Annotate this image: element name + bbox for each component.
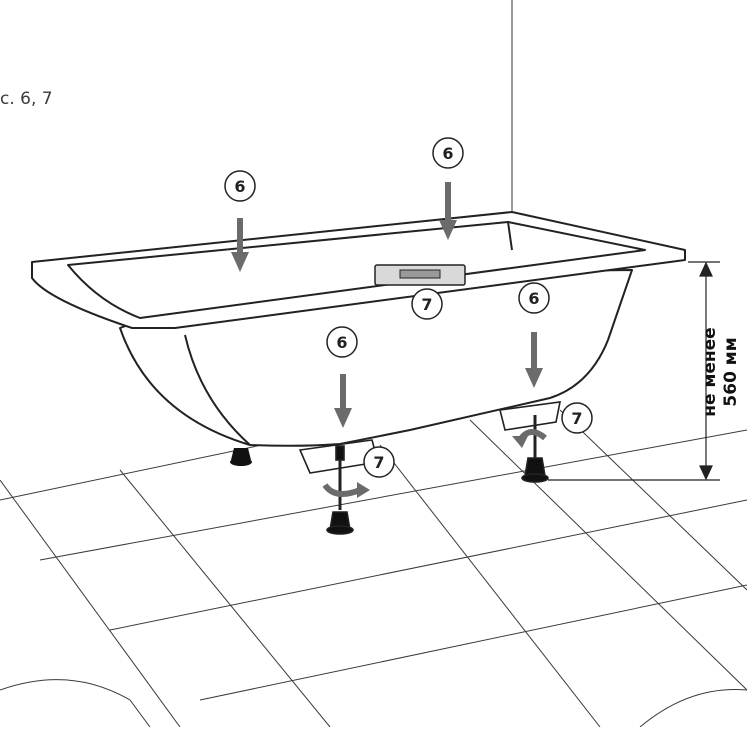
foot-left xyxy=(230,448,252,466)
support-back xyxy=(499,401,562,483)
callout-badge: 6 xyxy=(224,170,256,202)
front-panel-slot xyxy=(399,269,441,279)
callout-badge: 7 xyxy=(363,446,395,478)
height-label-line1: не менее xyxy=(700,327,720,416)
figure-reference: с. 6, 7 xyxy=(0,89,53,109)
rotate-arrowhead-back-icon xyxy=(512,436,528,448)
height-dimension xyxy=(548,261,720,481)
down-arrow-right-icon xyxy=(525,332,543,388)
down-arrow-top-icon xyxy=(439,182,457,240)
callout-7-front-foot: 7 xyxy=(373,453,384,472)
callout-7-panel: 7 xyxy=(421,295,432,314)
down-arrow-left-icon xyxy=(231,218,249,272)
bathtub xyxy=(31,211,686,447)
rotate-arrowhead-front-icon xyxy=(357,482,370,498)
callout-badge: 7 xyxy=(561,402,593,434)
callout-6-mid: 6 xyxy=(336,333,347,352)
down-arrow-mid-icon xyxy=(334,374,352,428)
bathtub-front-crease xyxy=(184,334,251,446)
callout-6-top: 6 xyxy=(442,144,453,163)
callout-badge: 6 xyxy=(432,137,464,169)
height-label-line2: 560 мм xyxy=(721,337,741,406)
callout-badge: 7 xyxy=(411,288,443,320)
bathtub-back-wall xyxy=(507,221,513,251)
callout-6-left: 6 xyxy=(234,177,245,196)
callout-7-back-foot: 7 xyxy=(571,409,582,428)
rotate-arrow-front-icon xyxy=(322,483,362,497)
floor-tile-grid xyxy=(0,394,747,728)
callout-6-right: 6 xyxy=(528,289,539,308)
callout-badge: 6 xyxy=(518,282,550,314)
callout-badge: 6 xyxy=(326,326,358,358)
support-front xyxy=(298,439,380,535)
